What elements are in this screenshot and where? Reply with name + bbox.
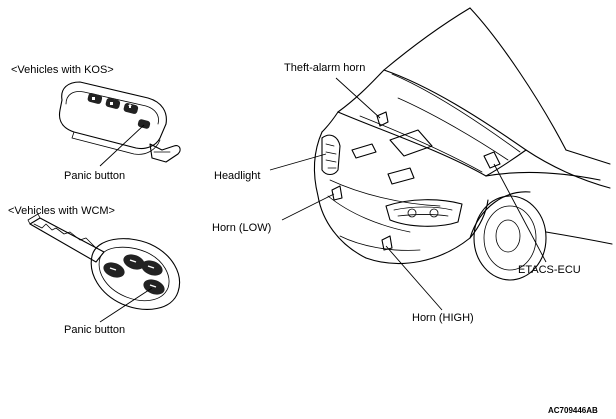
kos-key-fob: [58, 81, 181, 163]
etacs-ecu-label: ETACS-ECU: [518, 264, 581, 276]
kos-panic-label: Panic button: [64, 170, 126, 182]
figure-code: AC709446AB: [548, 406, 598, 415]
car-front-view: [314, 7, 613, 281]
etacs-ecu-leader: [493, 163, 547, 263]
headlight-label: Headlight: [214, 170, 261, 182]
wcm-key: [27, 213, 180, 310]
horn-low-label: Horn (LOW): [212, 222, 272, 234]
kos-panic-leader: [99, 124, 145, 167]
horn-high-leader: [385, 245, 443, 311]
theft-alarm-horn-label: Theft-alarm horn: [284, 62, 366, 74]
theft-alarm-horn-leader: [335, 77, 381, 119]
wcm-heading: <Vehicles with WCM>: [8, 205, 115, 217]
headlight-leader: [269, 153, 327, 171]
horn-high-label: Horn (HIGH): [412, 312, 474, 324]
kos-heading: <Vehicles with KOS>: [11, 64, 114, 76]
wcm-panic-label: Panic button: [64, 324, 126, 336]
horn-low-leader: [281, 193, 335, 221]
wcm-panic-leader: [99, 287, 153, 323]
